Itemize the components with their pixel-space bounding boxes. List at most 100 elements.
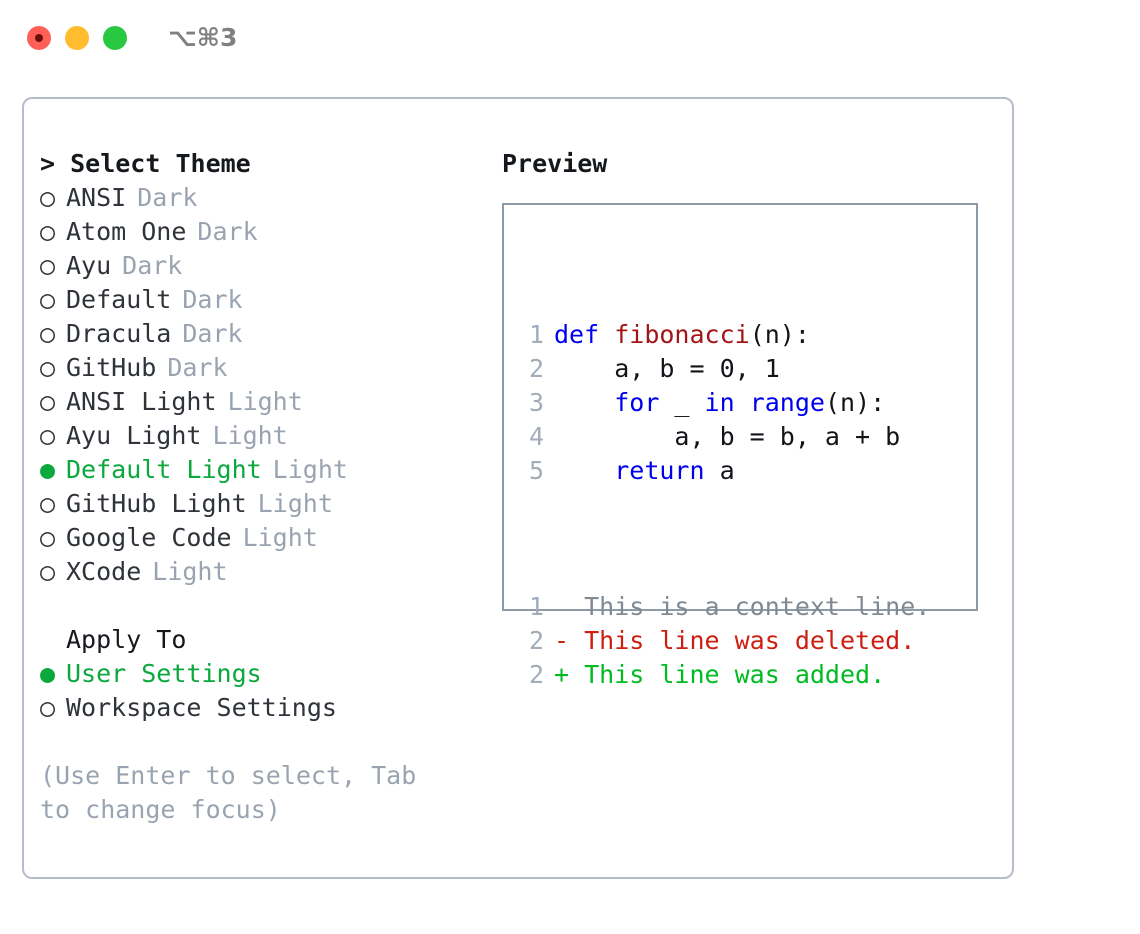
- line-number: 2: [528, 354, 544, 383]
- diff-sign: [554, 592, 569, 621]
- diff-text: This is a context line.: [569, 592, 931, 621]
- code-token: a, b = b, a + b: [554, 422, 901, 451]
- theme-option-label: Ayu Light: [66, 421, 202, 450]
- theme-variant-tag: Light: [152, 557, 228, 586]
- theme-option-label: ANSI: [66, 183, 127, 212]
- code-token: range: [749, 388, 825, 417]
- theme-option-xcode[interactable]: ○ XCode Light: [40, 555, 490, 589]
- theme-option-label: Default Light: [66, 455, 262, 484]
- line-number: 3: [528, 388, 544, 417]
- radio-unselected-icon: ○: [40, 489, 56, 518]
- radio-unselected-icon: ○: [40, 693, 56, 722]
- radio-unselected-icon: ○: [40, 183, 56, 212]
- radio-unselected-icon: ○: [40, 217, 56, 246]
- radio-selected-icon: ●: [40, 455, 56, 484]
- theme-option-google-code[interactable]: ○ Google Code Light: [40, 521, 490, 555]
- code-token: in: [704, 388, 735, 417]
- theme-option-label: XCode: [66, 557, 142, 586]
- code-token: _: [659, 388, 705, 417]
- radio-unselected-icon: ○: [40, 387, 56, 416]
- diff-line-add: 2+ This line was added.: [518, 658, 930, 692]
- theme-variant-tag: Dark: [137, 183, 198, 212]
- theme-variant-tag: Light: [242, 523, 318, 552]
- radio-selected-icon: ●: [40, 659, 56, 688]
- theme-option-ayu[interactable]: ○ Ayu Dark: [40, 249, 490, 283]
- code-token: [554, 456, 614, 485]
- code-token: [735, 388, 750, 417]
- radio-unselected-icon: ○: [40, 251, 56, 280]
- code-line: 3 for _ in range(n):: [518, 386, 930, 420]
- apply-to-heading: Apply To: [40, 623, 490, 657]
- line-number: 5: [528, 456, 544, 485]
- diff-sign: +: [554, 660, 570, 689]
- preview-heading: Preview: [502, 149, 608, 178]
- theme-option-label: Default: [66, 285, 172, 314]
- list-spacer: [40, 589, 490, 623]
- theme-option-ansi-light[interactable]: ○ ANSI Light Light: [40, 385, 490, 419]
- theme-option-label: Ayu: [66, 251, 112, 280]
- line-number: 4: [528, 422, 544, 451]
- apply-to-option-workspace-settings[interactable]: ○ Workspace Settings: [40, 691, 490, 725]
- radio-unselected-icon: ○: [40, 421, 56, 450]
- diff-lines: 1 This is a context line.2- This line wa…: [518, 590, 930, 692]
- theme-variant-tag: Dark: [122, 251, 183, 280]
- theme-variant-tag: Light: [227, 387, 303, 416]
- diff-sign: -: [554, 626, 570, 655]
- apply-to-option-label: Workspace Settings: [66, 693, 337, 722]
- theme-option-github-light[interactable]: ○ GitHub Light Light: [40, 487, 490, 521]
- keyboard-hint-text: (Use Enter to select, Tab to change focu…: [40, 761, 417, 824]
- theme-option-label: GitHub: [66, 353, 157, 382]
- theme-variant-tag: Light: [212, 421, 288, 450]
- code-token: def: [554, 320, 615, 349]
- apply-to-option-user-settings[interactable]: ●User Settings: [40, 657, 490, 691]
- theme-option-ayu-light[interactable]: ○ Ayu Light Light: [40, 419, 490, 453]
- theme-option-label: Google Code: [66, 523, 232, 552]
- code-token: a: [704, 456, 735, 485]
- diff-line-del: 2- This line was deleted.: [518, 624, 930, 658]
- line-number: 1: [528, 320, 544, 349]
- theme-option-default-light[interactable]: ● Default Light Light: [40, 453, 490, 487]
- radio-unselected-icon: ○: [40, 353, 56, 382]
- radio-unselected-icon: ○: [40, 523, 56, 552]
- title-bar: ⌥⌘3: [0, 0, 1140, 78]
- apply-to-heading-label: Apply To: [66, 625, 187, 654]
- theme-option-label: Atom One: [66, 217, 187, 246]
- maximize-button[interactable]: [103, 26, 127, 50]
- keyboard-shortcut-label: ⌥⌘3: [168, 23, 238, 52]
- close-button[interactable]: [27, 26, 51, 50]
- select-theme-heading: > Select Theme: [40, 149, 251, 178]
- code-token: [554, 388, 614, 417]
- theme-variant-tag: Light: [257, 489, 333, 518]
- radio-unselected-icon: ○: [40, 285, 56, 314]
- code-token: for: [614, 388, 660, 417]
- theme-variant-tag: Dark: [182, 319, 243, 348]
- minimize-button[interactable]: [65, 26, 89, 50]
- line-number: 2: [528, 660, 544, 689]
- radio-unselected-icon: ○: [40, 319, 56, 348]
- diff-text: This line was deleted.: [569, 626, 916, 655]
- code-token: return: [614, 456, 705, 485]
- code-token: (n):: [749, 320, 810, 349]
- code-token: (n):: [824, 388, 886, 417]
- radio-unselected-icon: ○: [40, 557, 56, 586]
- code-line: 5 return a: [518, 454, 930, 488]
- theme-variant-tag: Light: [272, 455, 348, 484]
- theme-variant-tag: Dark: [167, 353, 228, 382]
- theme-option-label: ANSI Light: [66, 387, 217, 416]
- theme-option-github[interactable]: ○ GitHub Dark: [40, 351, 490, 385]
- theme-option-label: GitHub Light: [66, 489, 247, 518]
- code-line: 4 a, b = b, a + b: [518, 420, 930, 454]
- theme-option-ansi[interactable]: ○ ANSI Dark: [40, 181, 490, 215]
- code-line: 2 a, b = 0, 1: [518, 352, 930, 386]
